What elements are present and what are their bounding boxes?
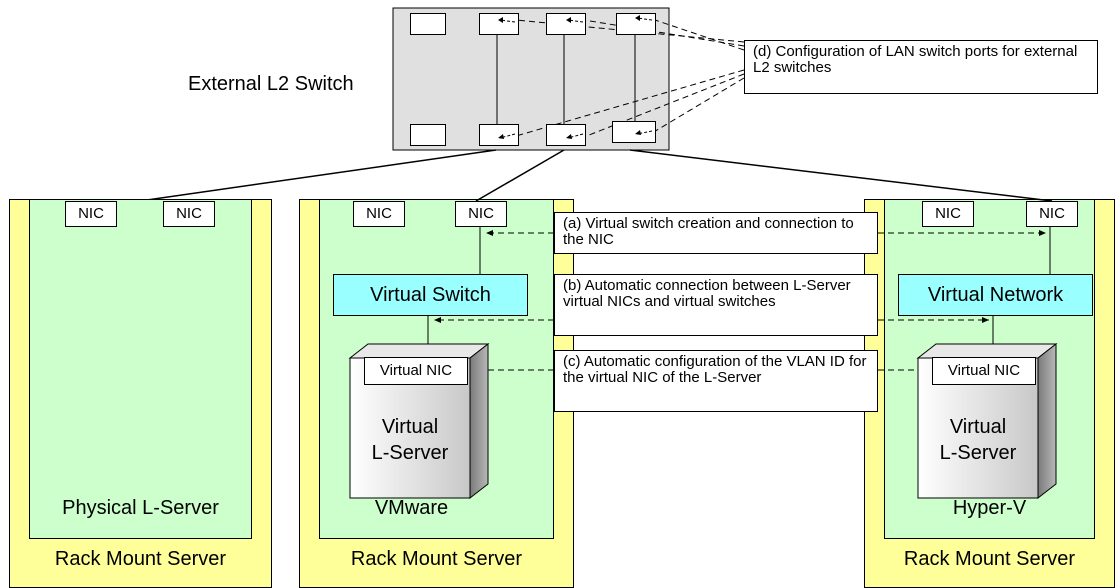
hyperv-label: Hyper-V xyxy=(952,497,1027,519)
callout-c: (c) Automatic configuration of the VLAN … xyxy=(554,350,878,412)
physical-l-server-label: Physical L-Server xyxy=(62,497,219,519)
switch-port xyxy=(479,13,519,35)
nic: NIC xyxy=(922,201,974,227)
nic: NIC xyxy=(163,201,215,227)
rack-mount-server-label: Rack Mount Server xyxy=(903,548,1076,570)
external-switch-label: External L2 Switch xyxy=(188,73,354,95)
nic: NIC xyxy=(455,201,507,227)
uplink-hyperv xyxy=(629,149,1053,202)
switch-port xyxy=(479,124,519,146)
rack-mount-server-label: Rack Mount Server xyxy=(54,548,227,570)
physical-server-inner xyxy=(29,199,252,539)
switch-port xyxy=(410,13,446,35)
rack-mount-server-label: Rack Mount Server xyxy=(350,548,523,570)
switch-port xyxy=(546,124,586,146)
virtual-nic: Virtual NIC xyxy=(932,357,1036,385)
vmware-label: VMware xyxy=(374,497,449,519)
switch-port xyxy=(616,13,656,35)
uplink-vmware xyxy=(475,149,565,202)
switch-port xyxy=(410,124,446,146)
nic: NIC xyxy=(65,201,117,227)
virtual-switch: Virtual Switch xyxy=(333,274,528,316)
virtual-l-server-line2: L-Server xyxy=(371,442,449,464)
virtual-l-server-line1: Virtual xyxy=(381,416,439,438)
nic: NIC xyxy=(1026,201,1078,227)
virtual-l-server-line2: L-Server xyxy=(939,442,1017,464)
switch-port xyxy=(546,13,586,35)
virtual-l-server-line1: Virtual xyxy=(949,416,1007,438)
uplink-physical xyxy=(139,149,497,202)
callout-b: (b) Automatic connection between L-Serve… xyxy=(554,274,878,336)
callout-d: (d) Configuration of LAN switch ports fo… xyxy=(744,40,1098,94)
virtual-network: Virtual Network xyxy=(898,274,1093,316)
callout-a: (a) Virtual switch creation and connecti… xyxy=(554,212,878,254)
virtual-nic: Virtual NIC xyxy=(364,357,468,385)
nic: NIC xyxy=(353,201,405,227)
switch-port xyxy=(612,121,656,143)
